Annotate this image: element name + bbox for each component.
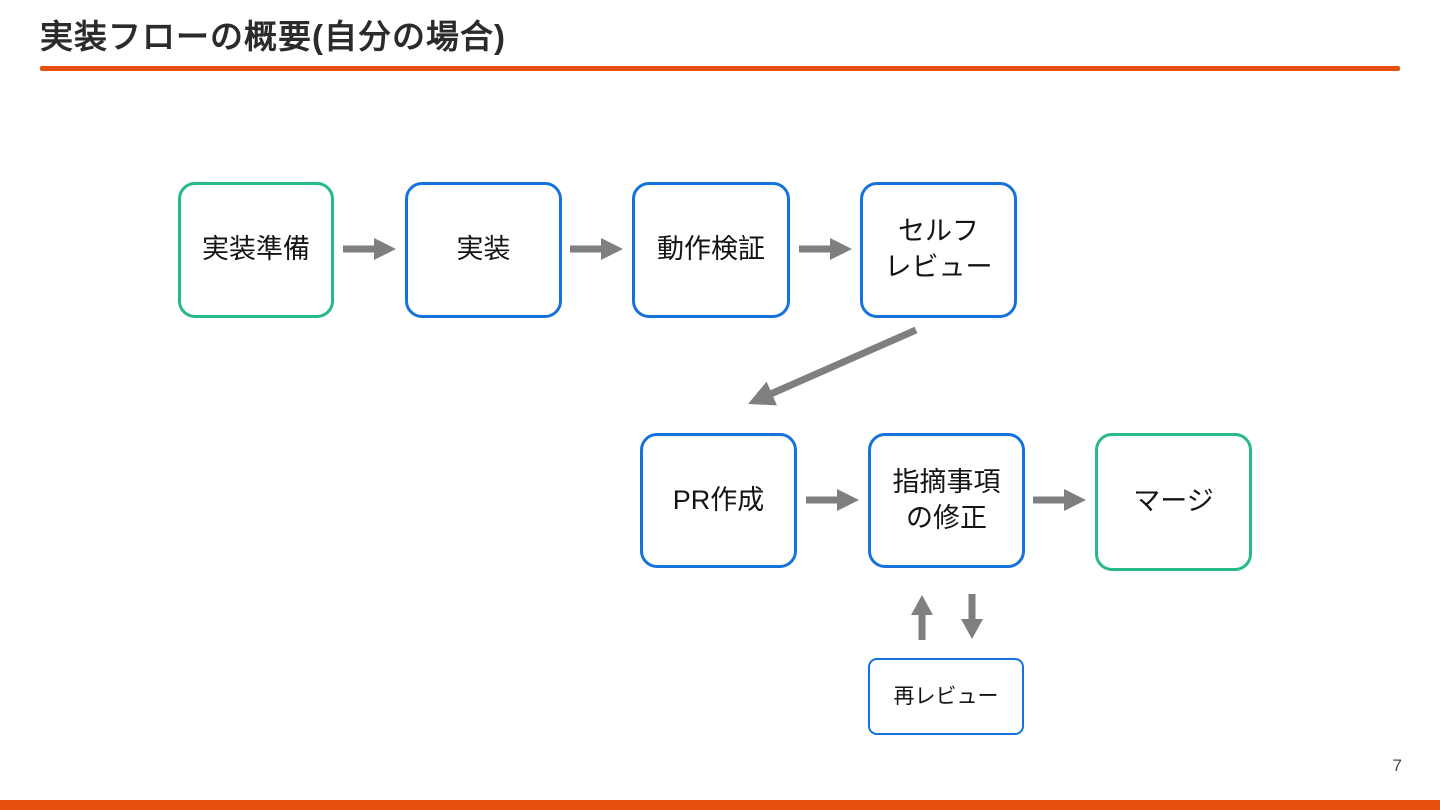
- flow-box-self-review-label: セルフ レビュー: [884, 216, 993, 282]
- flow-box-create-pr-label: PR作成: [672, 484, 765, 515]
- arrow-pr-to-fix: [806, 489, 859, 511]
- slide-title: 実装フローの概要(自分の場合): [40, 18, 506, 55]
- flow-box-behavior-verification-label: 動作検証: [657, 234, 765, 265]
- flow-box-fix-feedback: 指摘事項 の修正: [868, 433, 1025, 568]
- flow-box-re-review: 再レビュー: [868, 658, 1024, 735]
- flow-box-merge-label: マージ: [1133, 486, 1214, 517]
- arrow-selfreview-to-pr: [748, 326, 918, 406]
- title-underline: [40, 66, 1400, 71]
- flow-box-implementation-prep-label: 実装準備: [202, 234, 310, 265]
- arrow-rereview-up: [911, 595, 933, 640]
- arrow-verification-to-selfreview: [799, 238, 852, 260]
- footer-accent-bar: [0, 800, 1440, 810]
- arrow-fix-down: [961, 594, 983, 639]
- flow-box-create-pr: PR作成: [640, 433, 797, 568]
- page-number: 7: [1392, 756, 1402, 775]
- flow-box-merge: マージ: [1095, 433, 1252, 571]
- flow-box-implementation-label: 実装: [456, 234, 511, 265]
- arrow-implementation-to-verification: [570, 238, 623, 260]
- flow-box-implementation: 実装: [405, 182, 562, 318]
- flow-box-self-review: セルフ レビュー: [860, 182, 1017, 318]
- flow-box-behavior-verification: 動作検証: [632, 182, 790, 318]
- flow-box-implementation-prep: 実装準備: [178, 182, 334, 318]
- arrow-fix-to-merge: [1033, 489, 1086, 511]
- flow-box-re-review-label: 再レビュー: [893, 684, 999, 708]
- flow-box-fix-feedback-label: 指摘事項 の修正: [892, 466, 1001, 533]
- arrow-prep-to-implementation: [343, 238, 396, 260]
